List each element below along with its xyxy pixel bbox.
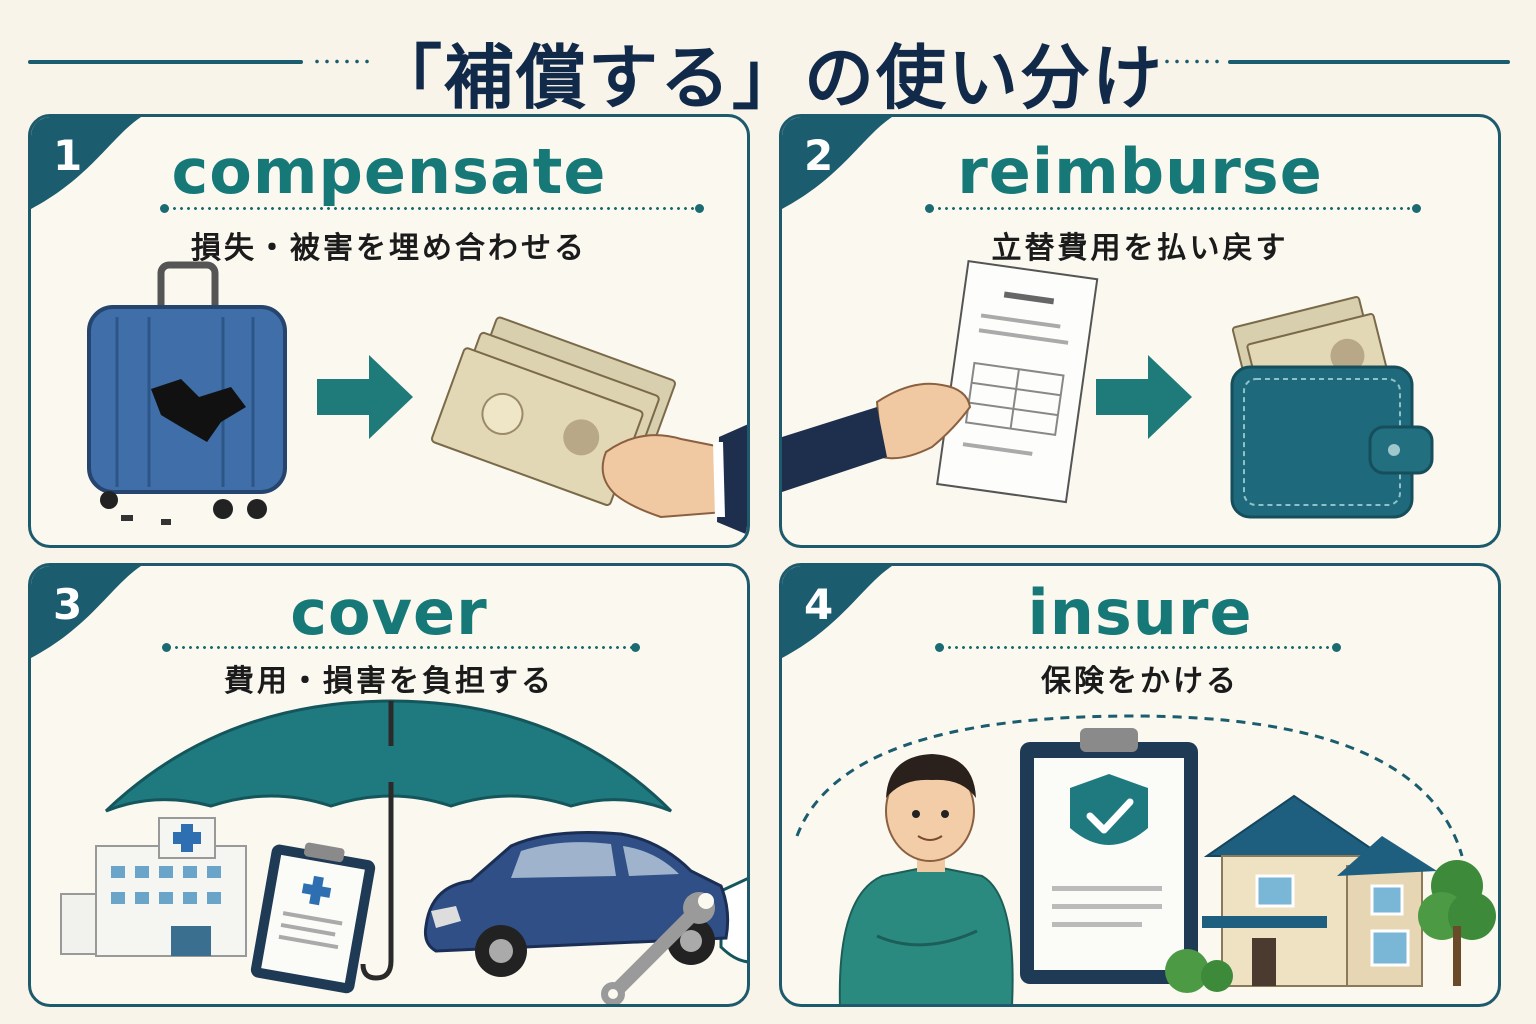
panel-number: 4 xyxy=(804,580,834,629)
arrow-right-icon xyxy=(1096,355,1192,439)
wrench-icon xyxy=(601,892,715,1004)
broken-suitcase-icon xyxy=(87,261,287,525)
yen-banknotes-icon xyxy=(431,316,676,506)
panel-word: compensate xyxy=(171,135,607,208)
panel-art xyxy=(795,714,1496,1004)
hand-icon xyxy=(782,382,972,492)
panel-art xyxy=(87,261,747,535)
panel-art xyxy=(782,260,1434,519)
panel-word: insure xyxy=(1027,576,1253,649)
panel-insure: 4 insure 保険をかける xyxy=(779,563,1501,1007)
panel-art xyxy=(60,699,747,1004)
clipboard-shield-icon xyxy=(1020,728,1198,984)
umbrella-shield-icon xyxy=(104,699,747,981)
panel-meaning: 立替費用を払い戻す xyxy=(991,231,1289,266)
panel-number: 1 xyxy=(53,131,83,180)
damaged-car-icon xyxy=(424,831,730,977)
panel-reimburse: 2 reimburse 立替費用を払い戻す xyxy=(779,114,1501,548)
page-title: 「補償する」の使い分け xyxy=(372,37,1164,119)
title-dots-left xyxy=(312,59,370,64)
panel-meaning: 保険をかける xyxy=(1041,664,1239,699)
panel-meaning: 費用・損害を負担する xyxy=(224,664,554,699)
panel-compensate: 1 compensate 損失・被害を埋め合わせる xyxy=(28,114,750,548)
panel-number: 2 xyxy=(804,131,834,180)
separator xyxy=(925,204,1421,213)
panel-word: cover xyxy=(290,576,488,649)
separator xyxy=(160,204,704,213)
protection-arc xyxy=(795,714,1464,857)
separator xyxy=(935,643,1341,652)
panel-word: reimburse xyxy=(957,135,1323,208)
hospital-icon xyxy=(60,817,247,957)
hand-icon xyxy=(601,424,747,535)
house-icon xyxy=(1202,794,1437,987)
title-dots-right xyxy=(1162,59,1220,64)
separator xyxy=(162,643,640,652)
wallet-icon xyxy=(1230,365,1434,519)
title-rule-left xyxy=(28,60,303,64)
title-rule-right xyxy=(1228,60,1510,64)
receipt-icon xyxy=(936,260,1099,504)
panel-number: 3 xyxy=(53,580,83,629)
panel-cover: 3 cover 費用・損害を負担する xyxy=(28,563,750,1007)
panel-meaning: 損失・被害を埋め合わせる xyxy=(191,231,587,266)
tree-icon xyxy=(1165,860,1496,993)
header: 「補償する」の使い分け xyxy=(0,0,1536,120)
arrow-right-icon xyxy=(317,355,413,439)
person-icon xyxy=(838,754,1014,1004)
clipboard-medical-icon xyxy=(250,842,376,994)
